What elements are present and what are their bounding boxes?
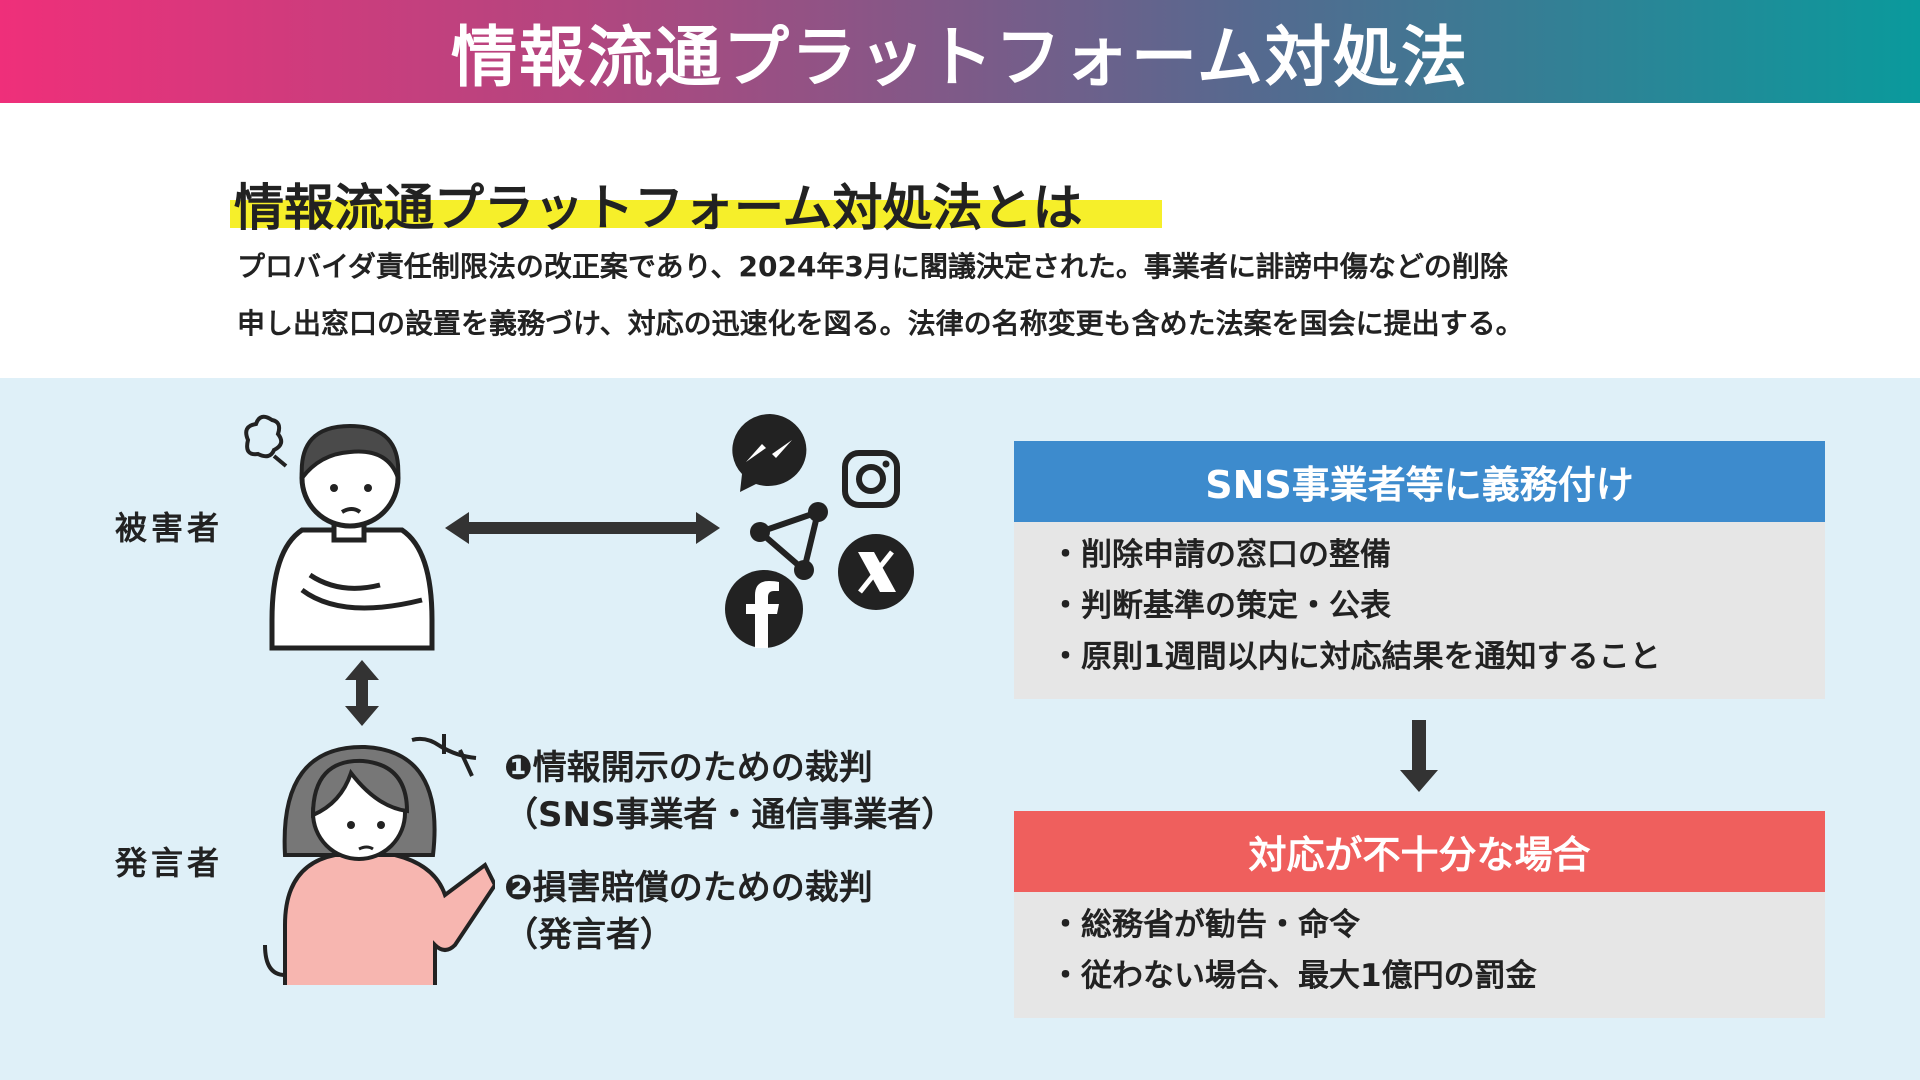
instagram-icon xyxy=(842,450,900,508)
angry-mark-icon xyxy=(411,734,477,777)
victim-label: 被害者 xyxy=(115,509,224,547)
penalty-item: ・従わない場合、最大1億円の罰金 xyxy=(1050,958,1537,994)
penalty-item: ・総務省が勧告・命令 xyxy=(1050,907,1360,943)
x-icon xyxy=(838,534,914,610)
trial-1-title: ❶情報開示のための裁判 xyxy=(504,748,873,788)
obligation-item: ・原則1週間以内に対応結果を通知すること xyxy=(1050,639,1661,675)
speaker-label: 発言者 xyxy=(115,844,224,882)
section-heading: 情報流通プラットフォーム対処法とは xyxy=(234,179,1083,237)
obligation-item: ・判断基準の策定・公表 xyxy=(1050,588,1391,624)
trial-2-title: ❷損害賠償のための裁判 xyxy=(504,868,873,908)
two-way-arrow-horizontal xyxy=(445,512,720,544)
insufficient-title: 対応が不十分な場合 xyxy=(1014,811,1825,892)
victim-illustration xyxy=(244,414,435,651)
obligations-title: SNS事業者等に義務付け xyxy=(1014,441,1825,522)
obligation-item: ・削除申請の窓口の整備 xyxy=(1050,537,1391,573)
obligations-box: SNS事業者等に義務付け ・削除申請の窓口の整備 ・判断基準の策定・公表 ・原則… xyxy=(1014,441,1825,699)
intro-line-2: 申し出窓口の設置を義務づけ、対応の迅速化を図る。法律の名称変更も含めた法案を国会… xyxy=(237,307,1524,340)
heading-highlight xyxy=(230,200,1162,228)
intro-line-1: プロバイダ責任制限法の改正案であり、2024年3月に閣議決定された。事業者に誹謗… xyxy=(237,250,1508,283)
share-icon xyxy=(750,502,828,580)
facebook-icon xyxy=(725,570,803,648)
page-title: 情報流通プラットフォーム対処法 xyxy=(450,18,1470,96)
insufficient-box: 対応が不十分な場合 ・総務省が勧告・命令 ・従わない場合、最大1億円の罰金 xyxy=(1014,811,1825,1018)
messenger-icon xyxy=(732,414,807,492)
trial-2-parties: （発言者） xyxy=(504,915,674,955)
speaker-illustration xyxy=(263,744,495,985)
trial-1-parties: （SNS事業者・通信事業者） xyxy=(504,795,956,835)
title-banner: 情報流通プラットフォーム対処法 xyxy=(0,0,1920,103)
two-way-arrow-vertical xyxy=(345,660,379,726)
down-arrow xyxy=(1400,720,1438,792)
